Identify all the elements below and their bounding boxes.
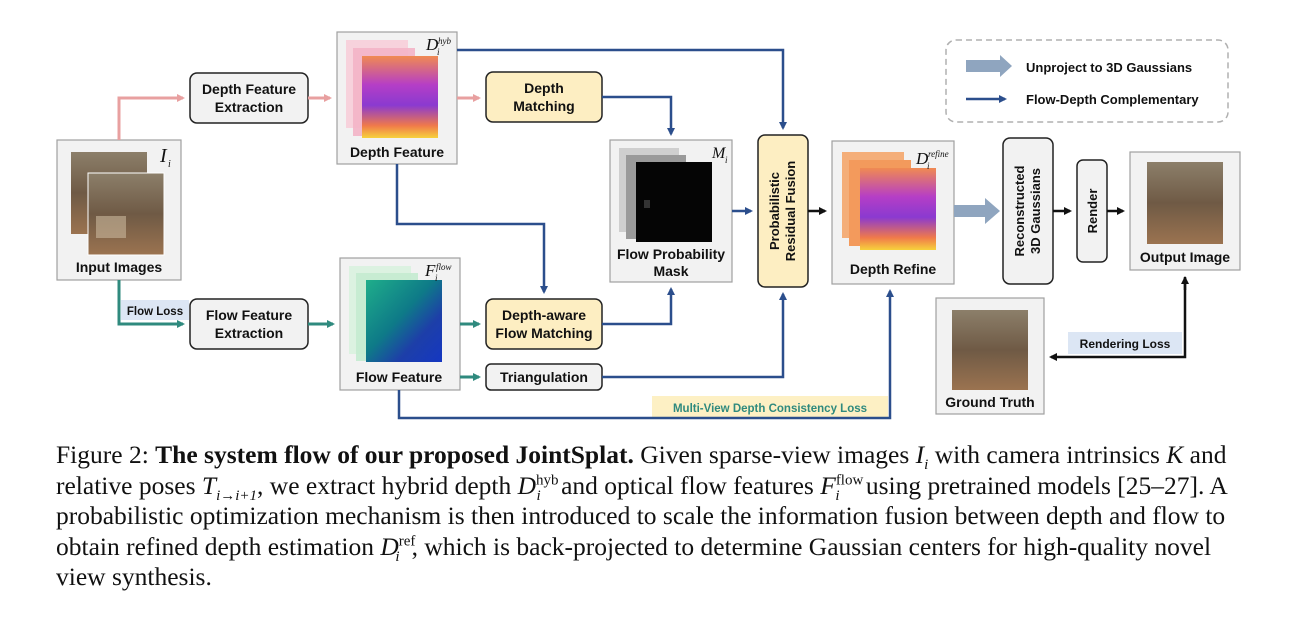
svg-text:refine: refine xyxy=(928,149,949,159)
flow-probability-mask-panel: M i Flow Probability Mask xyxy=(609,139,733,283)
svg-text:Depth: Depth xyxy=(524,80,564,96)
svg-text:D: D xyxy=(425,35,439,54)
arrow-flow-matching-to-mask xyxy=(602,287,675,326)
svg-text:Rendering Loss: Rendering Loss xyxy=(1080,337,1171,351)
arrow-input-to-flow-extraction xyxy=(117,280,185,328)
svg-text:D: D xyxy=(915,149,929,168)
svg-text:flow: flow xyxy=(436,262,452,272)
triangulation-box: Triangulation xyxy=(485,363,603,391)
probabilistic-residual-fusion-box: Probabilistic Residual Fusion xyxy=(757,134,809,288)
legend-unproject-label: Unproject to 3D Gaussians xyxy=(1026,60,1192,75)
svg-text:Depth-aware: Depth-aware xyxy=(502,307,586,323)
depth-matching-box: Depth Matching xyxy=(485,71,603,123)
svg-text:Render: Render xyxy=(1085,189,1100,234)
arrow-depth-feature-to-flow-matching xyxy=(395,164,548,294)
legend-complementary-label: Flow-Depth Complementary xyxy=(1026,92,1199,107)
depth-refine-panel: D refine i Depth Refine xyxy=(831,140,955,285)
svg-text:Matching: Matching xyxy=(513,98,574,114)
legend: Unproject to 3D Gaussians Flow-Depth Com… xyxy=(945,39,1229,123)
output-image xyxy=(1147,162,1223,244)
svg-text:Extraction: Extraction xyxy=(215,325,283,341)
svg-text:i: i xyxy=(168,159,171,170)
svg-text:i: i xyxy=(437,47,440,57)
rendering-loss-label: Rendering Loss xyxy=(1068,332,1182,354)
svg-text:Multi-View Depth Consistency L: Multi-View Depth Consistency Loss xyxy=(673,403,867,415)
depth-aware-flow-matching-box: Depth-aware Flow Matching xyxy=(485,298,603,350)
svg-text:Triangulation: Triangulation xyxy=(500,369,588,385)
svg-text:Extraction: Extraction xyxy=(215,99,283,115)
svg-text:Depth Feature: Depth Feature xyxy=(202,81,296,97)
flow-feature-panel: F flow i Flow Feature xyxy=(339,257,461,391)
unproject-arrow-icon xyxy=(966,55,1012,77)
depth-feature-panel: D hyb i Depth Feature xyxy=(336,31,458,165)
output-image-label: Output Image xyxy=(1140,249,1230,265)
svg-text:Reconstructed: Reconstructed xyxy=(1012,165,1027,256)
flow-feature-extraction-box: Flow Feature Extraction xyxy=(189,298,309,350)
output-image-panel: Output Image xyxy=(1129,151,1241,271)
multi-view-loss-label: Multi-View Depth Consistency Loss xyxy=(652,396,888,418)
render-box: Render xyxy=(1076,159,1108,263)
depth-feature-label: Depth Feature xyxy=(350,144,444,160)
input-images-label: Input Images xyxy=(76,259,163,275)
svg-text:Flow Matching: Flow Matching xyxy=(495,325,592,341)
svg-text:hyb: hyb xyxy=(438,36,451,46)
caption-title: The system flow of our proposed JointSpl… xyxy=(155,440,634,469)
arrow-depth-feature-to-fusion xyxy=(457,48,787,130)
svg-text:i: i xyxy=(927,161,930,171)
flow-feature-label: Flow Feature xyxy=(356,369,443,385)
ground-truth-panel: Ground Truth xyxy=(935,297,1045,415)
figure-caption: Figure 2: The system flow of our propose… xyxy=(56,440,1227,591)
input-images-panel: I i Input Images xyxy=(56,139,182,281)
svg-text:F: F xyxy=(424,261,436,280)
svg-text:Mask: Mask xyxy=(653,263,688,279)
arrow-output-to-ground-truth xyxy=(1049,277,1187,361)
ground-truth-image xyxy=(952,310,1028,390)
system-flow-diagram: Unproject to 3D Gaussians Flow-Depth Com… xyxy=(56,31,1241,420)
svg-text:i: i xyxy=(435,273,438,283)
input-image-front xyxy=(87,172,165,256)
depth-map-image xyxy=(362,56,438,138)
arrow-triangulation-to-fusion xyxy=(602,292,787,379)
arrow-unproject-to-gaussians xyxy=(954,198,1000,224)
depth-feature-extraction-box: Depth Feature Extraction xyxy=(189,72,309,124)
svg-text:Probabilistic: Probabilistic xyxy=(767,172,782,250)
depth-refine-label: Depth Refine xyxy=(850,261,937,277)
input-symbol: I xyxy=(159,145,168,167)
flow-map-image xyxy=(366,280,442,362)
svg-text:3D Gaussians: 3D Gaussians xyxy=(1028,168,1043,254)
arrow-depth-matching-to-mask xyxy=(602,95,675,136)
svg-text:Flow Probability: Flow Probability xyxy=(617,246,725,262)
figure-label: Figure 2: xyxy=(56,440,149,469)
svg-text:Flow Feature: Flow Feature xyxy=(206,307,293,323)
svg-text:M: M xyxy=(711,145,727,162)
svg-text:Residual Fusion: Residual Fusion xyxy=(783,161,798,261)
ground-truth-label: Ground Truth xyxy=(945,394,1034,410)
svg-text:i: i xyxy=(725,155,728,165)
arrow-input-to-depth-extraction xyxy=(117,94,185,140)
reconstructed-gaussians-box: Reconstructed 3D Gaussians xyxy=(1002,137,1054,285)
svg-text:Flow Loss: Flow Loss xyxy=(127,306,183,318)
arrow-flow-feature-to-depth-refine xyxy=(397,289,894,420)
flow-loss-label: Flow Loss xyxy=(121,300,189,320)
refined-depth-image xyxy=(860,168,936,250)
